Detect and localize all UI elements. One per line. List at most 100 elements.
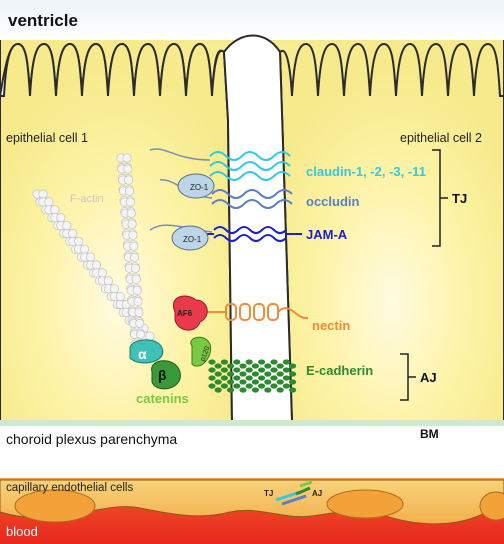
f-actin-bead	[110, 285, 118, 293]
nectin-label: nectin	[312, 318, 350, 333]
endothelial-nucleus	[327, 490, 403, 518]
f-actin-bead	[80, 245, 88, 253]
f-actin-bead	[136, 330, 144, 338]
f-actin-bead	[39, 190, 47, 198]
f-actin-bead	[57, 214, 65, 222]
e-cadherin-bead	[277, 379, 284, 384]
af6-label: AF6	[177, 309, 193, 318]
aj-bracket-label: AJ	[420, 370, 437, 385]
jama-label: JAM-A	[306, 227, 348, 242]
tj-bracket-label: TJ	[452, 191, 467, 206]
e-cadherin-bead	[215, 387, 222, 392]
e-cadherin-bead	[277, 371, 284, 376]
epithelial-cell-2-label: epithelial cell 2	[400, 131, 482, 145]
e-cadherin-bead	[246, 359, 253, 364]
f-actin-bead	[135, 308, 143, 316]
ecadherin-label: E-cadherin	[306, 363, 373, 378]
f-actin-bead	[127, 209, 135, 217]
f-actin-bead	[116, 292, 124, 300]
e-cadherin-bead	[289, 363, 296, 368]
f-actin-bead	[133, 286, 141, 294]
beta-label: β	[158, 367, 167, 383]
f-actin-bead	[63, 221, 71, 229]
occludin-label: occludin	[306, 194, 360, 209]
f-actin-bead	[86, 253, 94, 261]
e-cadherin-bead	[264, 387, 271, 392]
f-actin-bead	[146, 332, 154, 340]
epithelial-cell-1-label: epithelial cell 1	[6, 131, 88, 145]
e-cadherin-bead	[208, 367, 215, 372]
e-cadherin-bead	[215, 363, 222, 368]
e-cadherin-bead	[221, 367, 228, 372]
e-cadherin-bead	[270, 367, 277, 372]
f-actin-bead	[129, 231, 137, 239]
e-cadherin-bead	[258, 359, 265, 364]
e-cadherin-bead	[208, 375, 215, 380]
zo1-label: ZO-1	[190, 183, 209, 192]
f-actin-bead	[45, 198, 53, 206]
e-cadherin-bead	[239, 387, 246, 392]
claudin-label: claudin-1, -2, -3, -11	[306, 164, 426, 179]
e-cadherin-bead	[264, 379, 271, 384]
e-cadherin-bead	[233, 375, 240, 380]
e-cadherin-bead	[277, 363, 284, 368]
basement-membrane	[0, 420, 504, 426]
e-cadherin-bead	[208, 383, 215, 388]
f-actin-bead	[124, 165, 132, 173]
e-cadherin-bead	[270, 383, 277, 388]
f-actin-bead	[130, 242, 138, 250]
e-cadherin-bead	[258, 383, 265, 388]
parenchyma-label: choroid plexus parenchyma	[6, 431, 177, 447]
e-cadherin-bead	[252, 363, 259, 368]
e-cadherin-bead	[221, 359, 228, 364]
f-actin-bead	[69, 229, 77, 237]
e-cadherin-bead	[264, 363, 271, 368]
f-actin-bead	[128, 220, 136, 228]
f-actin-bead	[51, 206, 59, 214]
f-actin-label: F-actin	[70, 193, 104, 205]
e-cadherin-bead	[221, 375, 228, 380]
f-actin-bead	[132, 275, 140, 283]
inset-tj-label: TJ	[264, 489, 273, 498]
e-cadherin-bead	[208, 359, 215, 364]
e-cadherin-bead	[252, 371, 259, 376]
e-cadherin-bead	[283, 383, 290, 388]
e-cadherin-bead	[227, 371, 234, 376]
ventricle-label: ventricle	[8, 11, 78, 30]
e-cadherin-bead	[246, 383, 253, 388]
e-cadherin-bead	[227, 387, 234, 392]
endothelial-label: capillary endothelial cells	[6, 482, 133, 494]
f-actin-bead	[134, 297, 142, 305]
e-cadherin-bead	[215, 379, 222, 384]
e-cadherin-bead	[289, 379, 296, 384]
e-cadherin-bead	[283, 359, 290, 364]
e-cadherin-bead	[258, 367, 265, 372]
blood-label: blood	[6, 524, 38, 539]
e-cadherin-bead	[252, 387, 259, 392]
f-actin-bead	[92, 261, 100, 269]
e-cadherin-bead	[277, 387, 284, 392]
e-cadherin-bead	[239, 363, 246, 368]
e-cadherin-bead	[270, 375, 277, 380]
e-cadherin-bead	[246, 375, 253, 380]
f-actin-bead	[104, 277, 112, 285]
e-cadherin-bead	[283, 375, 290, 380]
catenins-label: catenins	[136, 391, 189, 406]
e-cadherin-bead	[252, 379, 259, 384]
f-actin-bead	[131, 264, 139, 272]
e-cadherin-bead	[227, 363, 234, 368]
endothelial-nucleus	[15, 490, 95, 522]
e-cadherin-bead	[239, 371, 246, 376]
zo1-label: ZO-1	[183, 235, 202, 244]
e-cadherin-bead	[233, 383, 240, 388]
f-actin-bead	[125, 176, 133, 184]
e-cadherin-bead	[215, 371, 222, 376]
e-cadherin-bead	[283, 367, 290, 372]
e-cadherin-bead	[227, 379, 234, 384]
e-cadherin-bead	[233, 367, 240, 372]
e-cadherin-bead	[289, 387, 296, 392]
f-actin-bead	[125, 187, 133, 195]
f-actin-bead	[75, 237, 83, 245]
f-actin-bead	[98, 269, 106, 277]
alpha-label: α	[138, 346, 147, 362]
